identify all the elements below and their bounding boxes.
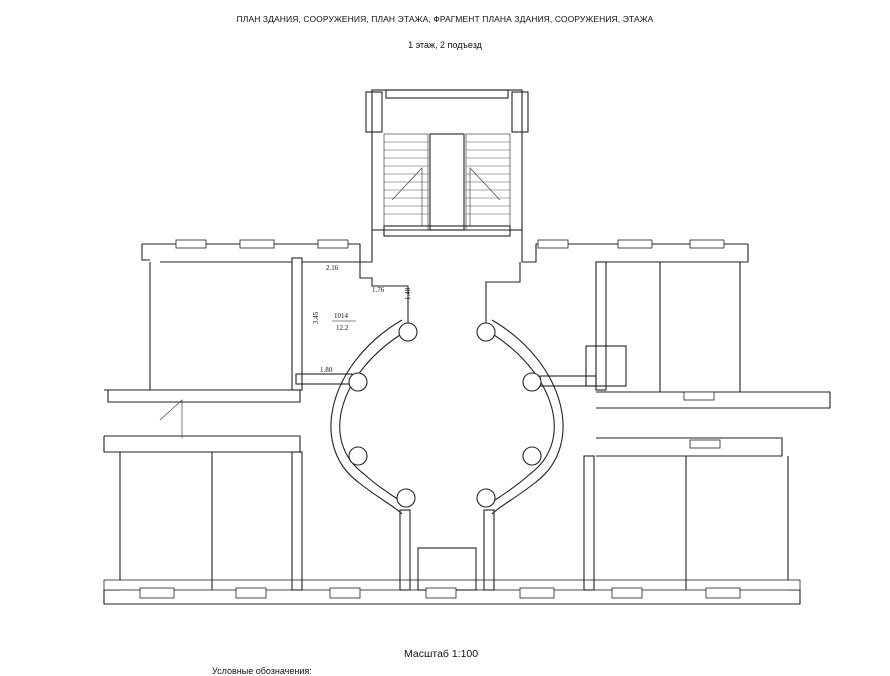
room-number: 1014 <box>334 312 349 320</box>
plan-title: ПЛАН ЗДАНИЯ, СООРУЖЕНИЯ, ПЛАН ЭТАЖА, ФРА… <box>236 14 654 24</box>
dimension-label: 2.16 <box>326 264 339 272</box>
column <box>476 322 496 342</box>
column <box>522 446 542 466</box>
interior-walls <box>159 257 740 591</box>
dimension-label: 1.80 <box>320 366 333 374</box>
room-area: 12.2 <box>336 324 349 332</box>
windows <box>139 239 741 599</box>
dimension-label: 1.76 <box>372 286 385 294</box>
legend-label: Условные обозначения: <box>212 666 312 676</box>
scale-label: Масштаб 1:100 <box>404 648 479 660</box>
column <box>396 488 416 508</box>
building-outline <box>103 230 831 605</box>
column <box>348 372 368 392</box>
central-hall <box>330 319 564 515</box>
column <box>348 446 368 466</box>
column <box>476 488 496 508</box>
dimension-label: 1.48 <box>404 287 412 300</box>
stairwell <box>365 89 529 237</box>
column <box>398 322 418 342</box>
plan-subtitle: 1 этаж, 2 подъезд <box>408 40 482 50</box>
dimension-label: 3.45 <box>312 311 320 324</box>
column <box>522 372 542 392</box>
